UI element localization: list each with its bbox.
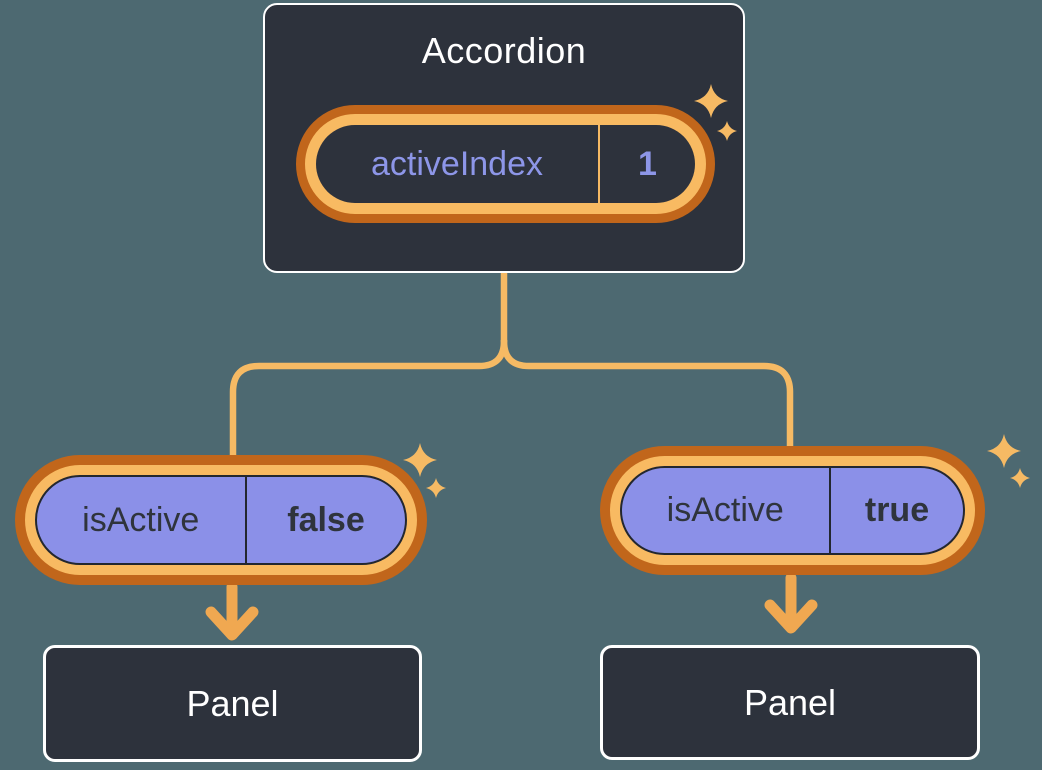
prop-value-label: false <box>287 500 365 539</box>
prop-pill-divider <box>828 468 831 553</box>
state-name-label: activeIndex <box>371 144 543 183</box>
state-pill-divider <box>598 125 600 203</box>
sparkle-icon <box>1010 468 1030 488</box>
state-pill-inner: activeIndex 1 <box>316 125 695 203</box>
prop-pill-divider <box>244 477 247 563</box>
accordion-title: Accordion <box>421 30 587 71</box>
panel-box-left: Panel <box>43 645 422 762</box>
sparkle-icon <box>987 434 1021 468</box>
prop-name-label: isActive <box>82 500 200 539</box>
connector-branch-right <box>500 337 794 450</box>
arrow-down-icon <box>764 572 818 634</box>
connector-branch-left <box>229 337 508 459</box>
prop-value-label: true <box>864 491 930 529</box>
arrow-down-icon <box>205 581 259 641</box>
state-pill: activeIndex 1 <box>296 105 715 223</box>
prop-pill-inner: isActive true <box>620 466 965 555</box>
sparkle-icon <box>426 478 446 498</box>
prop-pill-true: isActive true <box>600 446 985 575</box>
sparkle-icon <box>403 443 437 477</box>
prop-pill-false: isActive false <box>15 455 427 585</box>
panel-box-right: Panel <box>600 645 980 760</box>
prop-name-label: isActive <box>666 491 784 529</box>
state-value-label: 1 <box>638 144 657 183</box>
prop-pill-inner: isActive false <box>35 475 407 565</box>
